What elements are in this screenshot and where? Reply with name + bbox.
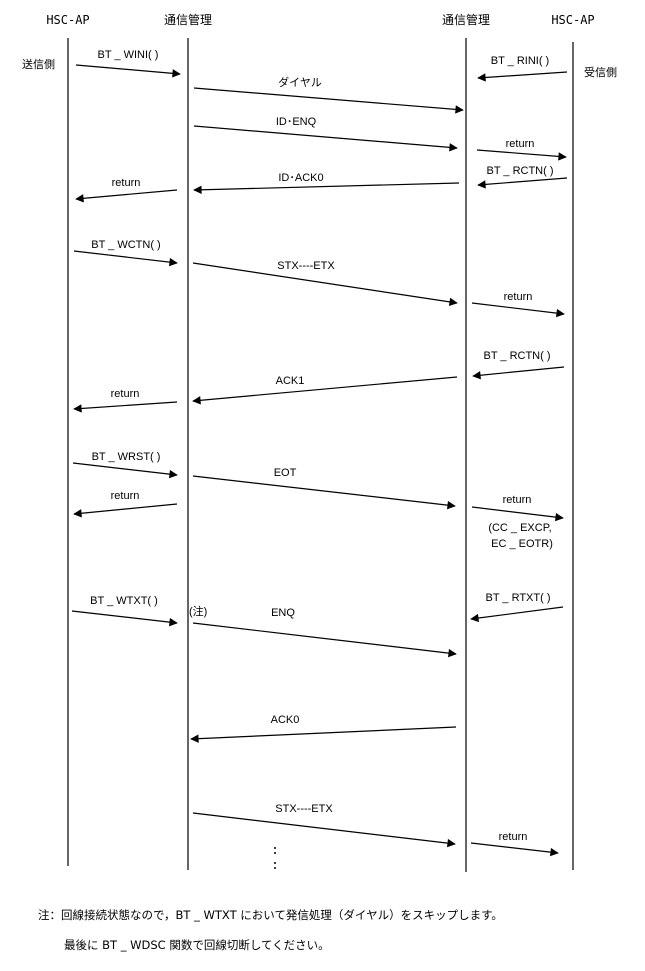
label-enq: ENQ	[271, 607, 295, 619]
label-id-ack0: ID･ACK0	[278, 172, 323, 184]
header-left-comm: 通信管理	[164, 12, 212, 27]
footnote-line-1: 注：回線接続状態なので，BT _ WTXT において発信処理（ダイヤル）をスキッ…	[38, 908, 503, 922]
arrow-bt-wrst	[72, 462, 178, 479]
receiver-side-label: 受信側	[584, 66, 617, 79]
header-right-comm: 通信管理	[442, 12, 490, 27]
arrow-id-enq	[193, 125, 458, 152]
label-bt-rini: BT _ RINI( )	[491, 55, 549, 67]
label-id-enq: ID･ENQ	[276, 116, 317, 128]
arrow-stx-etx-1	[192, 262, 458, 307]
sender-side-label: 送信側	[22, 57, 55, 71]
arrow-bt-wini	[75, 64, 181, 78]
arrow-dial	[193, 87, 464, 114]
arrow-bt-wtxt	[71, 610, 178, 627]
footnote: 注：回線接続状態なので，BT _ WTXT において発信処理（ダイヤル）をスキッ…	[38, 900, 638, 960]
header-right-ap: HSC-AP	[551, 13, 594, 27]
dot	[274, 862, 276, 864]
label-eot: EOT	[274, 467, 297, 479]
label-return-1: return	[506, 138, 535, 150]
footnote-line-2: 最後に BT _ WDSC 関数で回線切断してください。	[64, 938, 330, 952]
label-bt-wrst: BT _ WRST( )	[92, 451, 161, 463]
arrow-eot	[192, 475, 456, 510]
arrow-return-4	[73, 401, 178, 413]
label-bt-wtxt: BT _ WTXT( )	[90, 595, 158, 607]
label-return-5: return	[111, 490, 140, 502]
arrow-bt-rini	[477, 71, 568, 82]
return-code-ec-eotr: EC _ EOTR)	[491, 538, 553, 550]
label-return-4: return	[111, 388, 140, 400]
label-return-7: return	[499, 831, 528, 843]
arrow-return-2	[75, 189, 178, 203]
arrow-return-5	[73, 503, 178, 518]
label-dial: ダイヤル	[278, 75, 322, 89]
arrow-enq	[192, 622, 457, 658]
sequence-diagram: HSC-AP 通信管理 通信管理 HSC-AP 送信側 受信側 BT _ WIN…	[22, 12, 617, 872]
label-return-3: return	[504, 291, 533, 303]
dot	[274, 852, 276, 854]
continuation-dots	[274, 847, 276, 869]
return-code-cc-excp: (CC _ EXCP,	[488, 522, 551, 534]
label-stx-etx-1: STX----ETX	[277, 260, 335, 272]
arrow-ack0	[190, 726, 457, 743]
arrow-id-ack0	[193, 182, 460, 194]
label-bt-wini: BT _ WINI( )	[98, 49, 159, 61]
label-bt-wctn: BT _ WCTN( )	[91, 239, 160, 251]
label-return-2: return	[112, 177, 141, 189]
arrow-return-3	[471, 302, 565, 318]
arrow-bt-rctn-1	[477, 177, 568, 189]
arrow-ack1	[192, 376, 458, 405]
label-bt-rctn-2: BT _ RCTN( )	[483, 350, 550, 362]
label-bt-rctn-1: BT _ RCTN( )	[486, 165, 553, 177]
arrow-bt-rctn-2	[472, 366, 565, 380]
label-ack0: ACK0	[271, 714, 300, 726]
arrow-return-7	[470, 842, 559, 857]
arrow-bt-rtxt	[470, 606, 564, 623]
arrow-bt-wctn	[73, 250, 178, 267]
header-left-ap: HSC-AP	[46, 13, 89, 27]
arrow-return-1	[476, 149, 567, 161]
dot	[274, 867, 276, 869]
arrow-stx-etx-2	[192, 812, 456, 848]
label-ack1: ACK1	[276, 375, 305, 387]
label-bt-rtxt: BT _ RTXT( )	[486, 592, 551, 604]
note-mark: (注)	[189, 604, 207, 618]
label-return-6: return	[503, 494, 532, 506]
arrow-return-6	[471, 506, 564, 522]
label-stx-etx-2: STX----ETX	[275, 803, 333, 815]
message-arrows: BT _ WINI( ) BT _ RINI( ) ダイヤル ID･ENQ re…	[71, 49, 568, 857]
dot	[274, 847, 276, 849]
